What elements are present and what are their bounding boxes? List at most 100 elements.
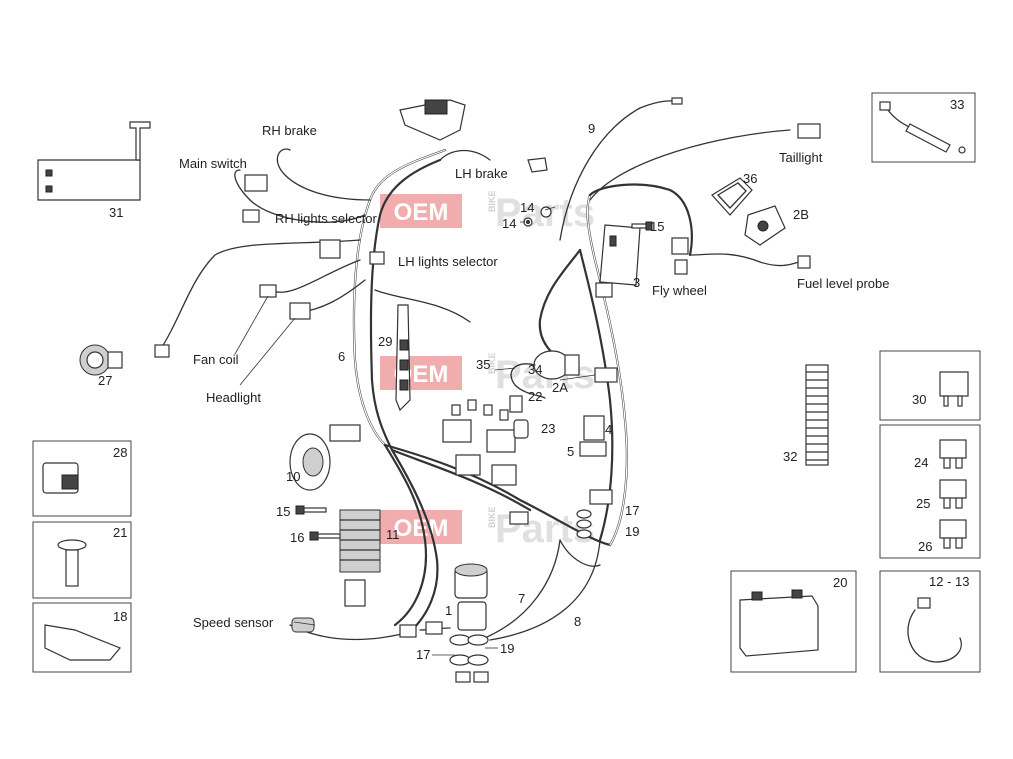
gasket-36 [711, 177, 753, 216]
part-number-26: 26 [918, 539, 932, 554]
part-number-29: 29 [378, 334, 392, 349]
rings-17-19 [576, 509, 592, 539]
part-number-17-right: 17 [625, 503, 639, 518]
part-number-28: 28 [113, 445, 127, 460]
screw-15-right [631, 221, 653, 231]
box-21 [32, 521, 132, 599]
part-number-35: 35 [476, 357, 490, 372]
spiral-sheath-32 [805, 364, 829, 466]
part-number-3: 3 [633, 275, 640, 290]
part-number-16: 16 [290, 530, 304, 545]
watermark-bike-text: BIKE [487, 506, 497, 528]
part-number-33: 33 [950, 97, 964, 112]
part-number-20: 20 [833, 575, 847, 590]
wire-7 [479, 539, 561, 641]
label-fly-wheel: Fly wheel [652, 283, 707, 298]
cable-tie-12-13 [907, 597, 962, 663]
part-number-14-top: 14 [520, 200, 534, 215]
part-number-11: 11 [386, 527, 400, 542]
part-number-24: 24 [914, 455, 928, 470]
wire-9 [559, 100, 679, 241]
cdi-unit-3 [595, 224, 641, 298]
horn-10 [289, 424, 361, 491]
center-connectors [399, 419, 529, 638]
part-number-25: 25 [916, 496, 930, 511]
lh-brake-switch [527, 157, 548, 173]
part-number-8: 8 [574, 614, 581, 629]
part-number-22: 22 [528, 389, 542, 404]
sensor-2b [744, 205, 786, 246]
wire-rh-brake [276, 148, 371, 201]
main-switch-connector [154, 174, 385, 358]
label-rh-brake: RH brake [262, 123, 317, 138]
part-number-2a: 2A [552, 380, 568, 395]
part-number-27: 27 [98, 373, 112, 388]
wire-8 [489, 539, 601, 641]
part-number-2b: 2B [793, 207, 809, 222]
bolt-15 [295, 505, 327, 515]
watermark-bike-text: BIKE [487, 190, 497, 212]
clip-18 [44, 624, 121, 661]
fly-wheel-connector [671, 237, 689, 275]
label-fan-coil: Fan coil [193, 352, 239, 367]
sensor-2a [594, 367, 618, 383]
relay-30 [939, 371, 969, 407]
fuse-24 [939, 439, 967, 469]
part-number-12-13: 12 - 13 [929, 574, 969, 589]
battery-20 [739, 589, 819, 657]
watermark-oem-box [380, 356, 462, 390]
label-fuel-level-probe: Fuel level probe [797, 276, 890, 291]
sensor-33 [879, 101, 966, 154]
watermark-oem-box [380, 194, 462, 228]
part-28 [42, 462, 79, 494]
label-taillight: Taillight [779, 150, 823, 165]
taillight-connector [797, 123, 821, 139]
speed-sensor-part [291, 617, 315, 633]
part-number-31: 31 [109, 205, 123, 220]
plug-22 [509, 395, 523, 413]
screw-21 [57, 539, 87, 587]
wire-branch [559, 539, 601, 567]
wire-taillight [589, 129, 791, 201]
part-number-15-left: 15 [276, 504, 290, 519]
cap-23 [513, 419, 529, 439]
label-lh-lights-selector: LH lights selector [398, 254, 498, 269]
part-number-4: 4 [605, 422, 612, 437]
part-number-32: 32 [783, 449, 797, 464]
label-speed-sensor: Speed sensor [193, 615, 274, 630]
part-number-19-bottom: 19 [500, 641, 514, 656]
fuse-26 [939, 519, 967, 549]
fuse-25 [939, 479, 967, 509]
bolt-16 [309, 531, 341, 541]
harness-trunk-left-2 [369, 158, 442, 452]
part-number-17-bottom: 17 [416, 647, 430, 662]
watermark-top: OEM BIKE Parts [380, 190, 595, 235]
headlight-connector [289, 302, 311, 320]
connectors-4-5 [579, 415, 613, 505]
handlebar-switch [399, 99, 466, 141]
wire-headlight-long [159, 239, 361, 351]
part-number-23: 23 [541, 421, 555, 436]
regulator-11 [339, 509, 381, 607]
part-number-18: 18 [113, 609, 127, 624]
wire-lights-lower [374, 289, 471, 323]
socket-27 [79, 344, 123, 376]
label-main-switch: Main switch [179, 156, 247, 171]
leader-lines [234, 206, 596, 656]
ignition-coil-34 [510, 350, 580, 399]
part-number-7: 7 [518, 591, 525, 606]
part-number-36: 36 [743, 171, 757, 186]
part-number-21: 21 [113, 525, 127, 540]
starter-relay-1 [449, 563, 489, 683]
text-labels: RH brake Main switch RH lights selector … [179, 123, 890, 630]
wire-9-terminal [671, 97, 683, 105]
label-headlight: Headlight [206, 390, 261, 405]
part-number-5: 5 [567, 444, 574, 459]
watermark-bike-text: BIKE [487, 352, 497, 374]
part-number-19-right: 19 [625, 524, 639, 539]
wire-lh-brake [439, 149, 491, 161]
harness-lower-left [383, 443, 428, 627]
part-number-34: 34 [528, 362, 542, 377]
harness-upper-right [588, 183, 693, 257]
